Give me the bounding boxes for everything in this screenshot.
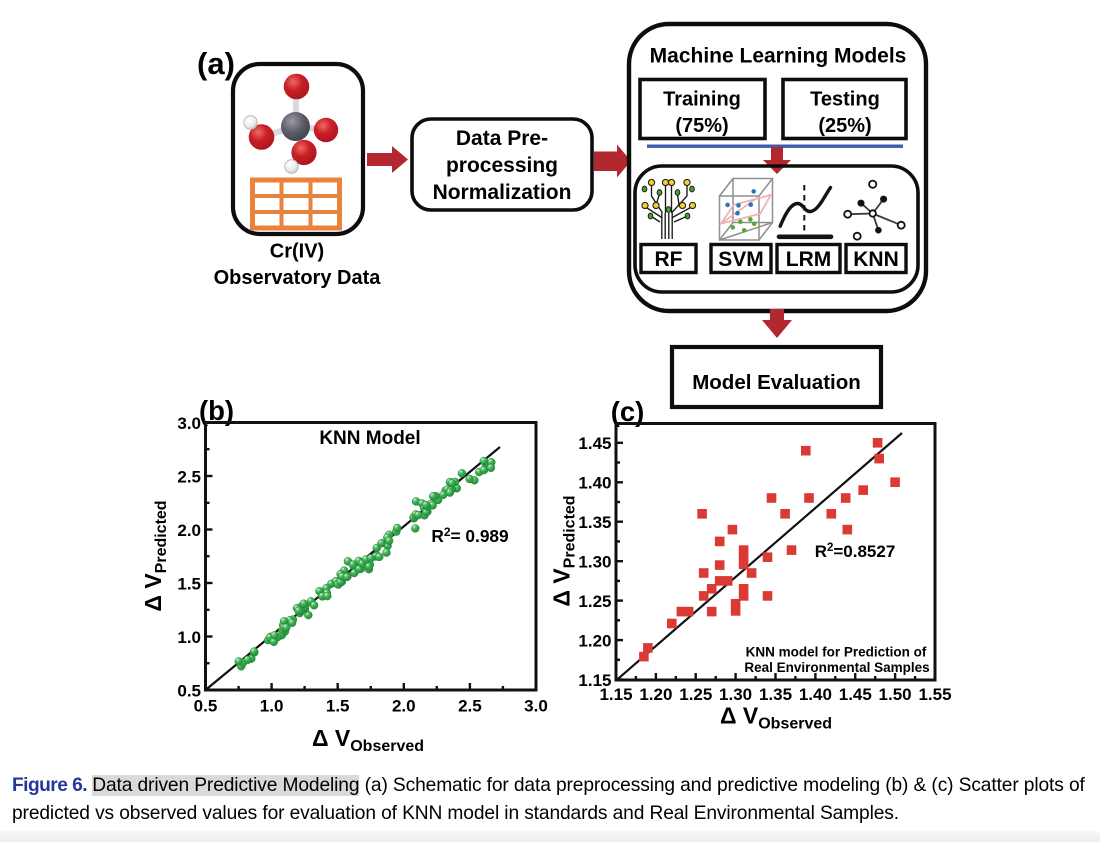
- svg-text:(75%): (75%): [675, 115, 728, 137]
- svg-text:(a): (a): [197, 46, 235, 81]
- svg-text:R2=0.8527: R2=0.8527: [815, 542, 896, 561]
- svg-text:1.30: 1.30: [578, 552, 611, 571]
- svg-text:processing: processing: [446, 154, 558, 177]
- svg-text:Model Evaluation: Model Evaluation: [692, 371, 861, 394]
- svg-text:1.20: 1.20: [578, 631, 611, 650]
- svg-text:1.5: 1.5: [326, 697, 350, 716]
- svg-text:R2= 0.989: R2= 0.989: [431, 525, 508, 546]
- svg-text:Cr(IV): Cr(IV): [270, 241, 324, 263]
- svg-text:Δ VObserved: Δ VObserved: [720, 703, 832, 733]
- svg-text:1.35: 1.35: [759, 685, 792, 704]
- svg-text:0.5: 0.5: [177, 681, 201, 700]
- svg-text:Normalization: Normalization: [433, 181, 572, 204]
- svg-text:1.15: 1.15: [599, 685, 632, 704]
- svg-text:3.0: 3.0: [524, 697, 548, 716]
- svg-text:3.0: 3.0: [177, 414, 201, 433]
- svg-text:1.40: 1.40: [799, 685, 832, 704]
- svg-text:2.0: 2.0: [177, 521, 201, 540]
- svg-text:SVM: SVM: [718, 248, 764, 271]
- svg-text:Training: Training: [663, 89, 741, 111]
- svg-text:1.40: 1.40: [578, 474, 611, 493]
- svg-text:Testing: Testing: [810, 89, 880, 111]
- svg-text:1.35: 1.35: [578, 513, 611, 532]
- svg-text:KNN: KNN: [853, 248, 899, 271]
- svg-text:Machine Learning Models: Machine Learning Models: [650, 45, 907, 68]
- svg-text:KNN Model: KNN Model: [319, 428, 420, 449]
- svg-text:0.5: 0.5: [194, 697, 218, 716]
- svg-text:2.0: 2.0: [392, 697, 416, 716]
- svg-text:1.15: 1.15: [578, 671, 611, 690]
- svg-text:1.0: 1.0: [177, 628, 201, 647]
- svg-text:(25%): (25%): [818, 115, 871, 137]
- svg-text:2.5: 2.5: [458, 697, 482, 716]
- svg-text:Observatory Data: Observatory Data: [214, 267, 382, 289]
- svg-text:1.45: 1.45: [839, 685, 872, 704]
- svg-text:1.0: 1.0: [260, 697, 284, 716]
- svg-text:Δ VPredicted: Δ VPredicted: [140, 500, 170, 611]
- svg-text:2.5: 2.5: [177, 467, 201, 486]
- svg-text:1.30: 1.30: [719, 685, 752, 704]
- svg-text:1.20: 1.20: [639, 685, 672, 704]
- svg-text:Δ VObserved: Δ VObserved: [312, 725, 424, 755]
- svg-text:1.50: 1.50: [879, 685, 912, 704]
- svg-text:1.45: 1.45: [578, 434, 611, 453]
- svg-text:(b): (b): [199, 395, 234, 426]
- svg-text:1.25: 1.25: [578, 592, 611, 611]
- svg-text:RF: RF: [655, 248, 683, 271]
- svg-text:1.5: 1.5: [177, 574, 201, 593]
- svg-text:(c): (c): [611, 396, 645, 427]
- svg-text:1.55: 1.55: [918, 685, 951, 704]
- svg-text:Real Environmental Samples: Real Environmental Samples: [744, 660, 929, 675]
- svg-text:KNN model for Prediction of: KNN model for Prediction of: [746, 645, 927, 660]
- svg-text:Data Pre-: Data Pre-: [456, 127, 548, 150]
- svg-text:Δ VPredicted: Δ VPredicted: [549, 495, 579, 606]
- svg-text:LRM: LRM: [786, 248, 832, 271]
- svg-text:1.25: 1.25: [679, 685, 712, 704]
